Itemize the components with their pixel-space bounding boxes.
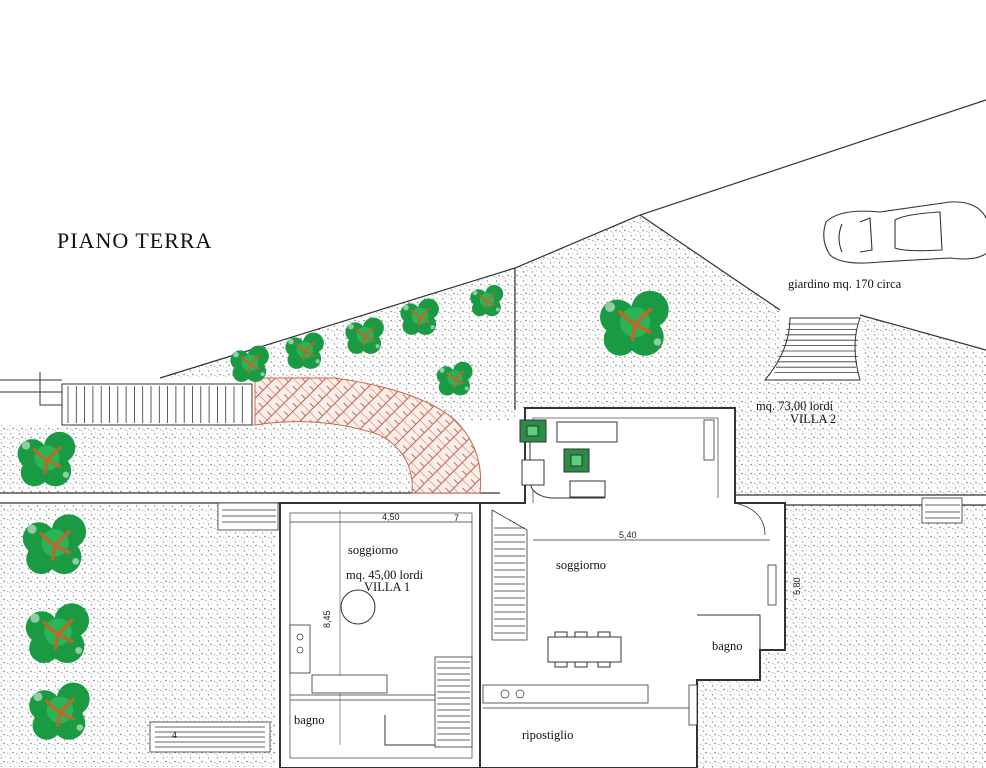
villa1-bath-label: bagno <box>294 713 325 727</box>
villa1-name-label: VILLA 1 <box>364 580 410 594</box>
tree-icon <box>229 344 270 383</box>
garden-stairs <box>763 317 861 381</box>
side-steps <box>149 497 963 753</box>
garden-area-label: giardino mq. 170 circa <box>788 277 902 291</box>
staircase-icon <box>434 656 473 748</box>
storage-label: ripostiglio <box>522 728 573 742</box>
sofa-icon <box>519 419 618 499</box>
villa1-depth-dimension: 8,45 <box>322 610 332 628</box>
villa-1 <box>279 502 481 768</box>
villa2-area-label: mq. 73,00 lordi <box>756 399 834 413</box>
step-mark: 4 <box>172 730 177 740</box>
villa2-bath-label: bagno <box>712 639 743 653</box>
villa-2 <box>479 407 786 768</box>
dining-table-icon <box>340 589 376 625</box>
villa2-width-dimension: 5,40 <box>619 530 637 540</box>
entrance-steps <box>0 372 253 426</box>
villa2-living-label: soggiorno <box>556 558 606 572</box>
paved-path <box>254 377 482 494</box>
villa1-living-label: soggiorno <box>348 543 398 557</box>
dining-table-icon <box>547 631 622 668</box>
villa2-depth-dimension: 5,80 <box>792 577 802 595</box>
small-dimension-mark: 7 <box>454 513 459 523</box>
staircase-icon <box>491 509 528 641</box>
villa1-area-label: mq. 45,00 lordi <box>346 568 424 582</box>
boundary-lines <box>0 99 986 506</box>
villa2-name-label: VILLA 2 <box>790 412 836 426</box>
villa1-width-dimension: 4,50 <box>382 512 400 522</box>
car-icon <box>823 201 986 264</box>
plan-title: PIANO TERRA <box>57 228 212 253</box>
